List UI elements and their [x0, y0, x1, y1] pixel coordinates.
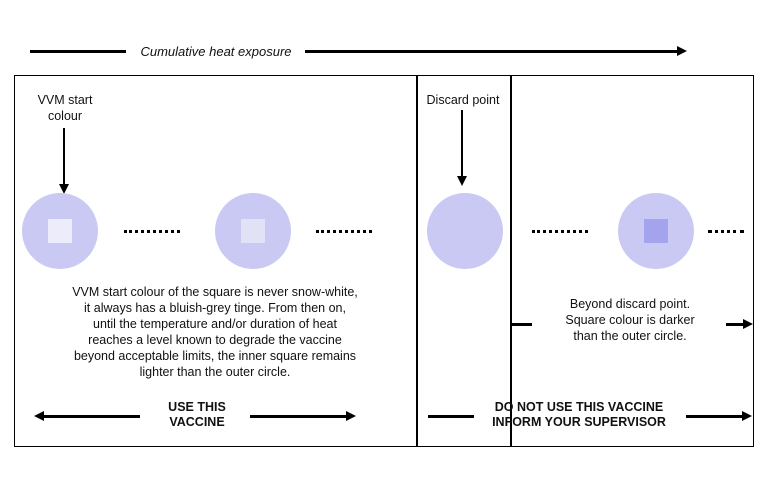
beyond-left-tick: [512, 323, 532, 326]
heat-exposure-line-left: [30, 50, 126, 53]
beyond-right-arrowhead: [743, 319, 753, 329]
vvm-beyond-square: [644, 219, 668, 243]
dotted-progression-2: [316, 230, 372, 233]
vvm-start-label: VVM start colour: [37, 93, 93, 123]
vvm-discard-square: [453, 219, 477, 243]
vvm-mid-indicator: [215, 193, 291, 269]
use-left-line: [44, 415, 140, 418]
use-boundary-line: [416, 75, 418, 447]
vvm-mid-square: [241, 219, 265, 243]
use-right-line: [250, 415, 346, 418]
dotted-progression-1: [124, 230, 180, 233]
use-right-arrowhead: [346, 411, 356, 421]
do-not-use-instruction: DO NOT USE THIS VACCINE INFORM YOUR SUPE…: [492, 400, 666, 429]
heat-exposure-label: Cumulative heat exposure: [140, 44, 292, 59]
dotted-progression-4: [708, 230, 744, 233]
heat-exposure-arrowhead: [677, 46, 687, 56]
discard-point-label: Discard point: [426, 93, 500, 107]
discard-boundary-line: [510, 75, 512, 447]
discard-arrowhead: [457, 176, 467, 186]
use-description: VVM start colour of the square is never …: [72, 285, 358, 379]
vvm-start-arrowhead: [59, 184, 69, 194]
do-not-use-right-arrowhead: [742, 411, 752, 421]
vvm-beyond-indicator: [618, 193, 694, 269]
use-left-arrowhead: [34, 411, 44, 421]
do-not-use-right-line: [686, 415, 742, 418]
vvm-start-arrow-shaft: [63, 128, 65, 186]
discard-arrow-shaft: [461, 110, 463, 178]
use-vaccine-instruction: USE THIS VACCINE: [168, 400, 226, 429]
heat-exposure-line-right: [305, 50, 677, 53]
vvm-start-indicator: [22, 193, 98, 269]
do-not-use-left-line: [428, 415, 474, 418]
vvm-discard-indicator: [427, 193, 503, 269]
dotted-progression-3: [532, 230, 588, 233]
beyond-right-line: [726, 323, 744, 326]
vvm-start-square: [48, 219, 72, 243]
diagram-frame: [14, 75, 754, 447]
beyond-discard-description: Beyond discard point. Square colour is d…: [565, 297, 695, 343]
